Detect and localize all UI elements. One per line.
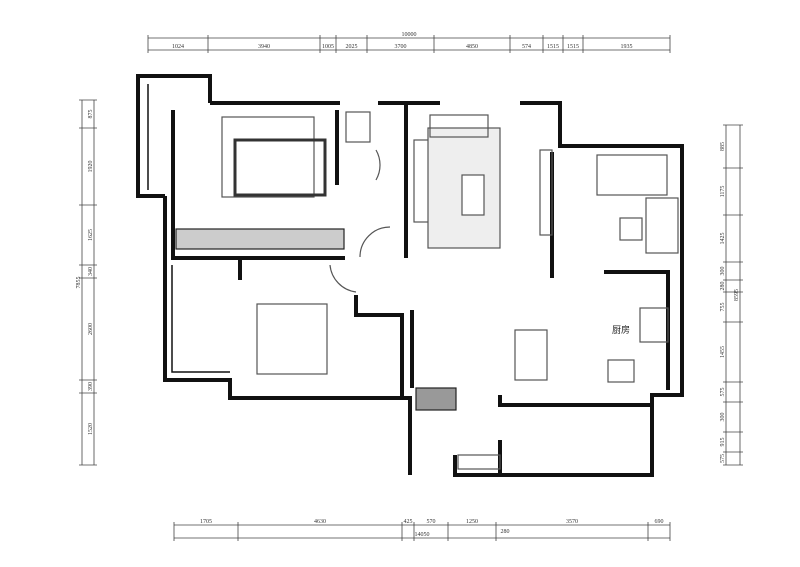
- dimension-labels: 1024 3940 1005 2025 3700 4850 574 1515 1515 1935 1…: [76, 32, 740, 538]
- sink: [639, 307, 669, 343]
- bed-second: [256, 303, 328, 375]
- wardrobe: [175, 228, 345, 250]
- right-dim-label: 300: [720, 267, 726, 276]
- bottom-dim-label: 1705: [200, 519, 212, 525]
- left-dim-label: 2600: [88, 323, 94, 335]
- door-swing-2: [329, 264, 357, 293]
- bottom-dim-total: 14050: [415, 532, 430, 538]
- top-dim-label: 1515: [547, 44, 559, 50]
- top-dim-total: 10000: [402, 32, 417, 38]
- left-dim-label: 1920: [88, 161, 94, 173]
- bed-small: [596, 154, 668, 196]
- bottom-dim-label: 3570: [566, 519, 578, 525]
- right-dim-label: 885: [720, 142, 726, 151]
- bottom-dim-label: 570: [427, 519, 436, 525]
- right-dim-label: 280: [720, 282, 726, 291]
- top-dim-label: 1935: [621, 44, 633, 50]
- left-dim-label: 390: [88, 382, 94, 391]
- top-dim-label: 2025: [346, 44, 358, 50]
- door-swing-1: [359, 226, 391, 258]
- balcony-wall: [136, 74, 212, 198]
- right-dim-label: 1455: [720, 346, 726, 358]
- bedroom1-wall: [171, 110, 242, 280]
- walls: [136, 74, 684, 477]
- bottom-dim-label: 4630: [314, 519, 326, 525]
- left-dim-label: 1520: [88, 423, 94, 435]
- right-dim-label: 300: [720, 413, 726, 422]
- bathtub: [345, 111, 371, 143]
- top-dim-label: 3700: [395, 44, 407, 50]
- door-swing-3: [375, 149, 381, 181]
- left-dim-label: 1625: [88, 229, 94, 241]
- right-dim-label: 1175: [720, 186, 726, 198]
- bottom-dim-label: 1250: [466, 519, 478, 525]
- right-dim-label: 575: [720, 454, 726, 463]
- top-dim-label: 1024: [172, 44, 184, 50]
- top-dim-label: 1515: [567, 44, 579, 50]
- tv-cabinet: [539, 149, 553, 236]
- top-dim-label: 1005: [322, 44, 334, 50]
- dining-bottom: [498, 395, 652, 407]
- right-dim-label: 1425: [720, 233, 726, 245]
- rug-master: [233, 138, 327, 197]
- dining-table: [514, 329, 548, 381]
- left-dim-label: 340: [88, 267, 94, 276]
- sofa-back: [429, 114, 489, 138]
- coffee-table: [461, 174, 485, 216]
- store-shelf: [457, 454, 501, 470]
- left-inner: [171, 265, 230, 373]
- top-dim-label: 574: [522, 44, 531, 50]
- bottom-dim-extra: 280: [501, 529, 510, 535]
- right-dim-label: 575: [720, 388, 726, 397]
- cabinet-right: [645, 197, 679, 254]
- bed-master: [221, 116, 315, 198]
- bottom-dim-label: 690: [655, 519, 664, 525]
- furniture: [175, 111, 679, 470]
- left-dim-total: 7855: [76, 277, 82, 289]
- kitchen-label: 厨房: [612, 324, 630, 336]
- left-wall: [163, 196, 412, 475]
- dimension-lines: [79, 35, 743, 541]
- stove: [607, 359, 635, 383]
- bedroom2-wall: [354, 295, 404, 398]
- desk: [619, 217, 643, 241]
- top-dim-label: 3940: [258, 44, 270, 50]
- shoe-cabinet: [415, 387, 457, 411]
- bottom-dim-label: 425: [404, 519, 413, 525]
- left-dim-label: 875: [88, 110, 94, 119]
- kitchen-wall: [604, 270, 670, 390]
- top-wall-3: [453, 101, 684, 477]
- right-dim-total: 8595: [734, 289, 740, 301]
- right-dim-label: 755: [720, 303, 726, 312]
- top-dim-label: 4850: [466, 44, 478, 50]
- right-dim-label: 915: [720, 438, 726, 447]
